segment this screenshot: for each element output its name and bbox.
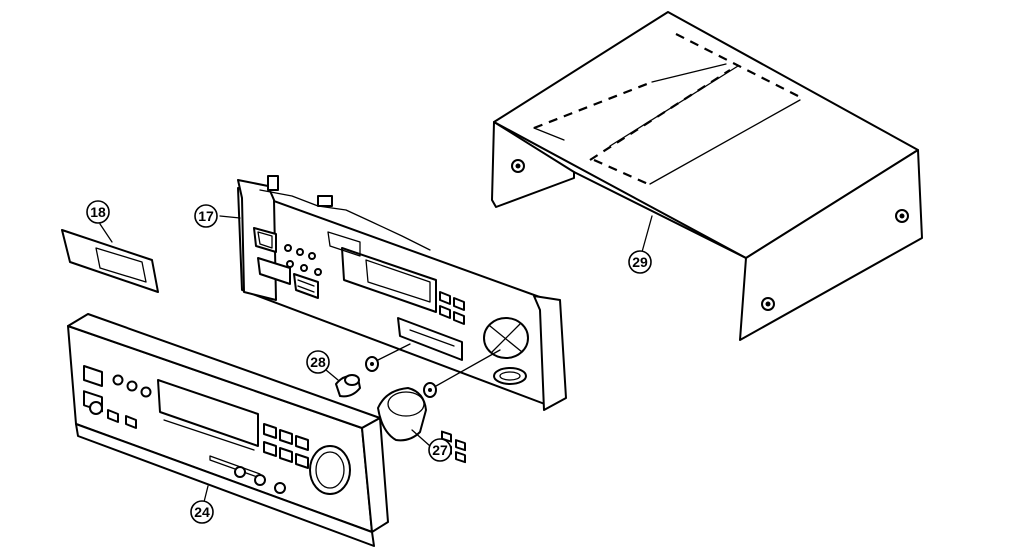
callout-29-circle (628, 250, 652, 274)
callout-27: 27 (428, 438, 452, 462)
callout-18: 18 (86, 200, 110, 224)
callout-17: 17 (194, 204, 218, 228)
callout-29: 29 (628, 250, 652, 274)
callout-28-circle (306, 350, 330, 374)
part-29-top-cover (491, 11, 923, 341)
part-17-front-chassis (219, 175, 567, 464)
callout-27-label: 27 (432, 442, 448, 458)
callout-24: 24 (190, 500, 214, 524)
callout-24-circle (190, 500, 214, 524)
part-18-display-window (61, 223, 159, 293)
callout-17-circle (194, 204, 218, 228)
callout-18-circle (86, 200, 110, 224)
part-24-front-panel (67, 313, 389, 547)
part-28-small-knob (325, 343, 411, 398)
callout-29-label: 29 (632, 254, 648, 270)
callout-27-circle (428, 438, 452, 462)
callout-24-label: 24 (194, 504, 210, 520)
callout-28: 28 (306, 350, 330, 374)
callout-17-label: 17 (198, 208, 214, 224)
part-27-large-knob (377, 349, 501, 447)
callout-18-label: 18 (90, 204, 106, 220)
callout-28-label: 28 (310, 354, 326, 370)
